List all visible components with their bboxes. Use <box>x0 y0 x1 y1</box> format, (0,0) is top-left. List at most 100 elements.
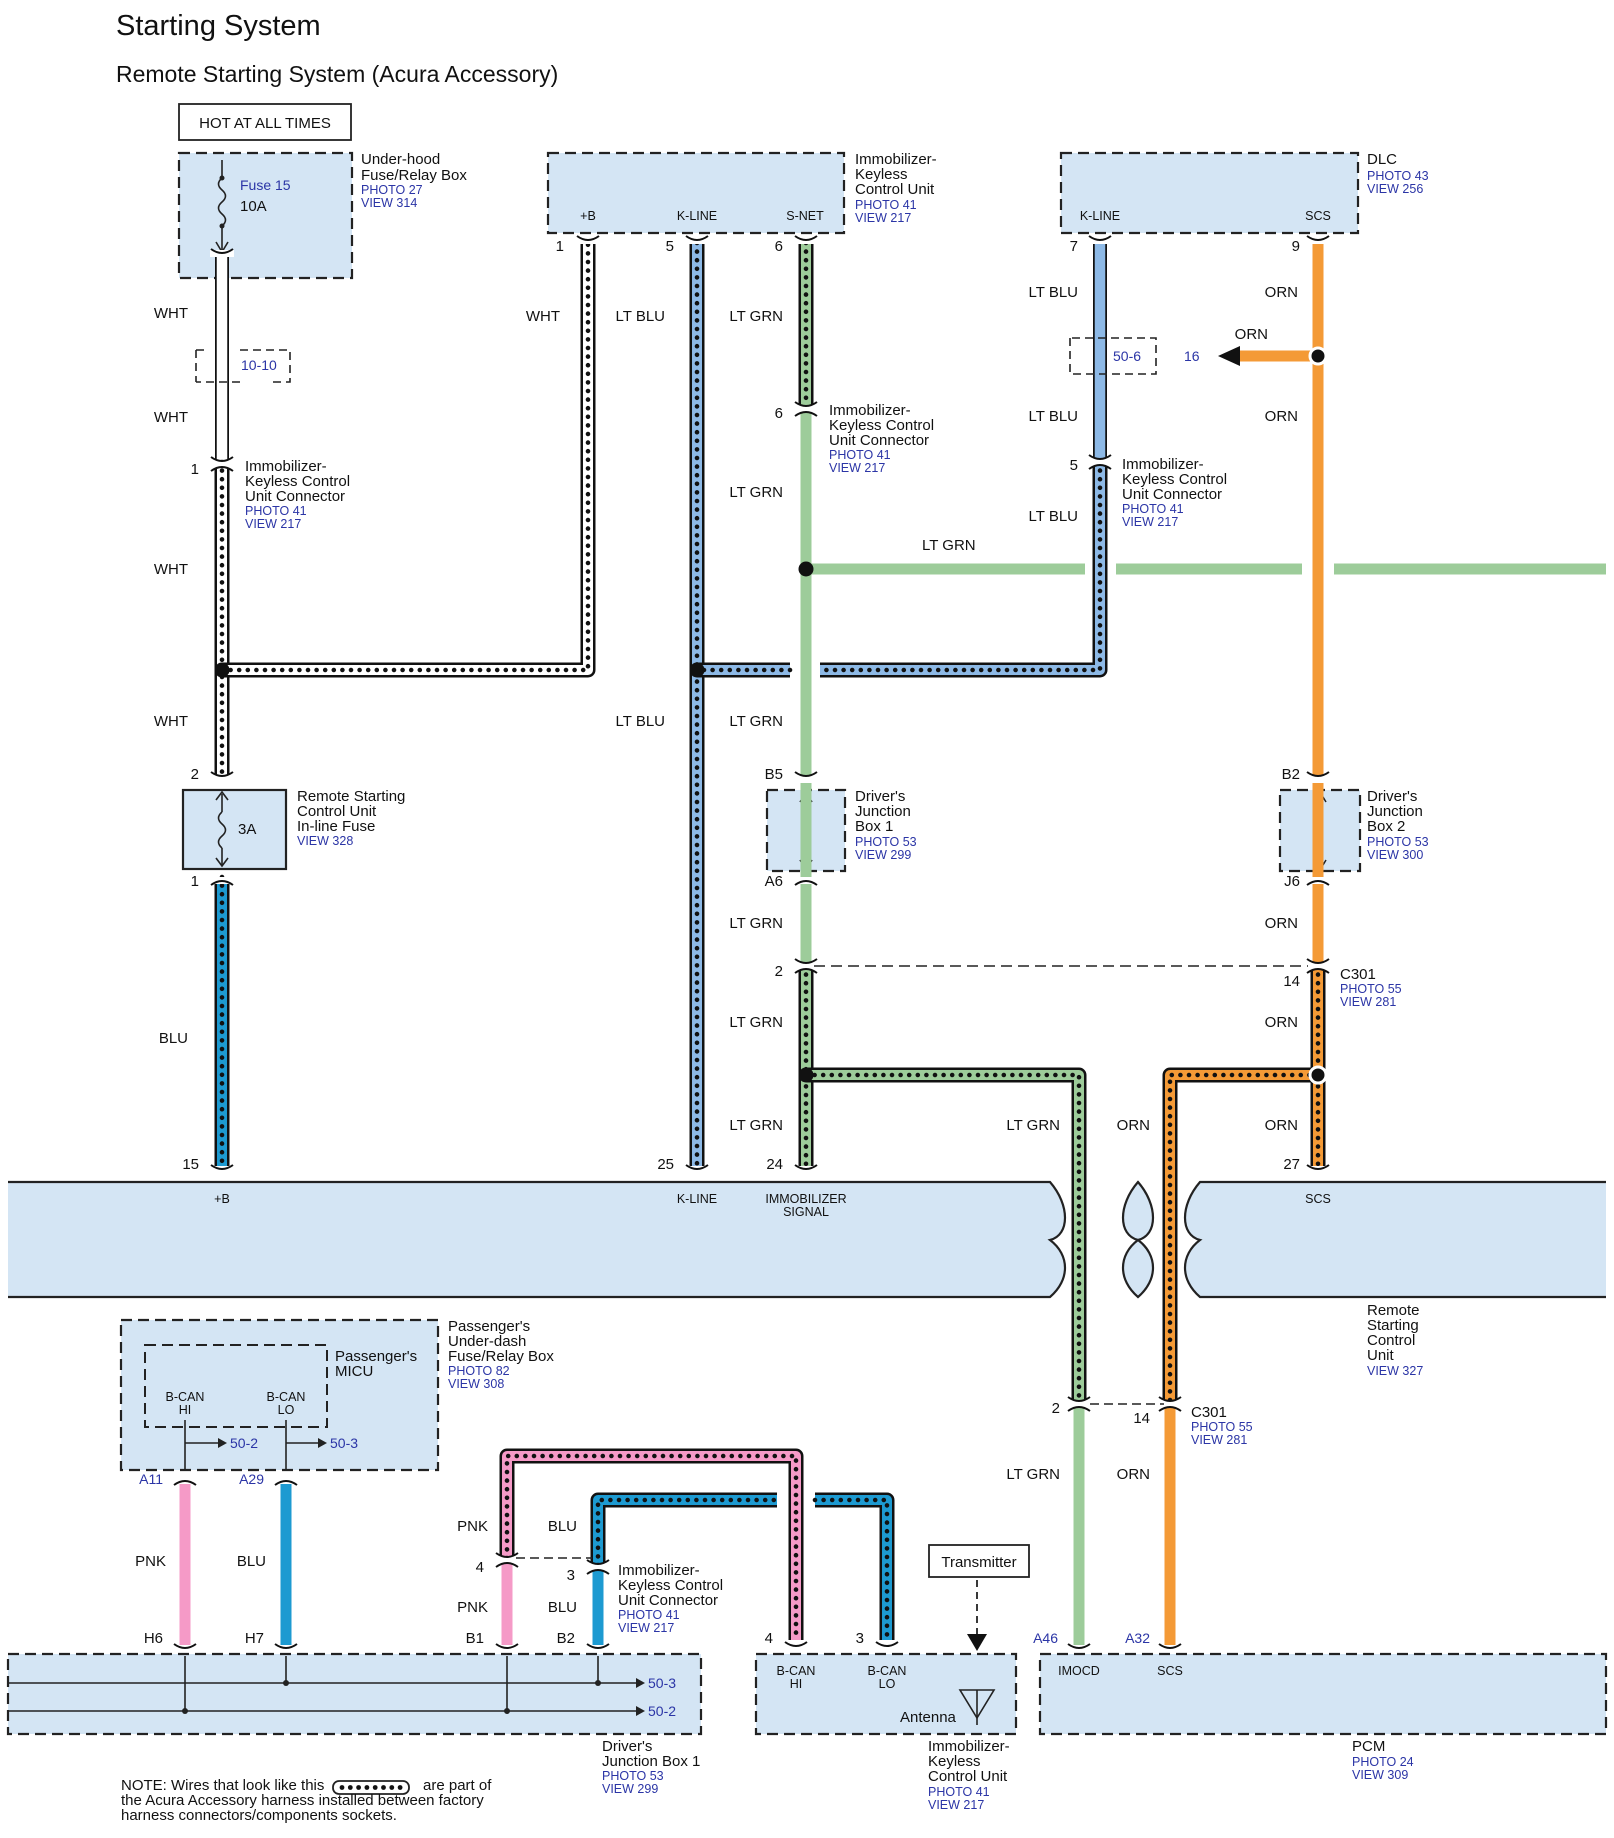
dlc-pin-scs-label: SCS <box>1305 209 1331 223</box>
imm-bottom-name-3: Control Unit <box>928 1768 1008 1785</box>
conn-imm-conn-middle <box>794 401 818 417</box>
pin-2-c301-bottom: 2 <box>1052 1400 1060 1417</box>
djb1-bottom-view: VIEW 299 <box>602 1782 658 1796</box>
pin-h6-djb1: H6 <box>144 1630 163 1647</box>
pcm: IMOCD SCS PCM PHOTO 24 VIEW 309 <box>1038 1652 1608 1782</box>
micu-name-2: MICU <box>335 1363 373 1380</box>
note-line-2: the Acura Accessory harness installed be… <box>121 1792 484 1809</box>
pin-b2-djb2: B2 <box>1282 766 1300 783</box>
conn-c301-top-orn <box>1306 958 1330 974</box>
djb2-top-photo: PHOTO 53 <box>1367 835 1429 849</box>
fuse-box-photo: PHOTO 27 <box>361 183 423 197</box>
djb2-top-name-3: Box 2 <box>1367 818 1405 835</box>
pass-box-name-1: Passenger's <box>448 1318 530 1335</box>
micu-bcan-hi-2: HI <box>179 1403 192 1417</box>
remote-unit-name-2: Starting <box>1367 1317 1419 1334</box>
djb1-bottom-photo: PHOTO 53 <box>602 1769 664 1783</box>
orn-wire-branch-to-pcm <box>1162 1067 1321 1407</box>
djb2-top-name-2: Junction <box>1367 803 1423 820</box>
remote-unit-name-1: Remote <box>1367 1302 1420 1319</box>
wire-label-orn-3: ORN <box>1265 408 1298 425</box>
djb1-top-name-2: Junction <box>855 803 911 820</box>
svg-text:PHOTO 41: PHOTO 41 <box>829 448 891 462</box>
svg-text:Unit Connector: Unit Connector <box>1122 486 1222 503</box>
imm-conn-label-middle: Immobilizer- Keyless Control Unit Connec… <box>829 402 934 475</box>
wire-label-ltgrn-1: LT GRN <box>729 308 783 325</box>
pin-a29-micu: A29 <box>239 1471 264 1487</box>
conn-c301-top-grn <box>794 958 818 974</box>
svg-text:PHOTO 41: PHOTO 41 <box>1122 502 1184 516</box>
imm-top-name-3: Control Unit <box>855 181 935 198</box>
pass-box-name-2: Under-dash <box>448 1333 526 1350</box>
imm-top-view: VIEW 217 <box>855 211 911 225</box>
wire-label-orn-6: ORN <box>1265 1117 1298 1134</box>
connector-50-6-target: 16 <box>1184 348 1200 364</box>
imm-bottom-bcan-hi-1: B-CAN <box>777 1664 816 1678</box>
pin-3-imm-conn-bottom: 3 <box>567 1567 575 1584</box>
page-subtitle: Remote Starting System (Acura Accessory) <box>116 61 558 87</box>
cap-imm-unit-kline <box>685 235 709 244</box>
imm-top-name-1: Immobilizer- <box>855 151 937 168</box>
fuse-box-name-1: Under-hood <box>361 151 440 168</box>
conn-djb1-top-out <box>794 877 818 886</box>
connector-labels: Immobilizer- Keyless Control Unit Connec… <box>245 402 1402 1635</box>
wire-label-ltblu-5: LT BLU <box>1029 508 1078 525</box>
svg-text:VIEW 281: VIEW 281 <box>1191 1433 1247 1447</box>
svg-text:PHOTO 41: PHOTO 41 <box>245 504 307 518</box>
inline-fuse-name-2: Control Unit <box>297 803 377 820</box>
cap-pcm-imocd <box>1067 1643 1091 1652</box>
legend-dot <box>364 1785 370 1790</box>
wire-label-ltgrn-4: LT GRN <box>729 915 783 932</box>
splice-orn-pcm <box>1308 1065 1328 1085</box>
djb1-top-photo: PHOTO 53 <box>855 835 917 849</box>
cap-djb1-h6 <box>173 1643 197 1652</box>
pcm-photo: PHOTO 24 <box>1352 1755 1414 1769</box>
wire-label-orn-8: ORN <box>1117 1466 1150 1483</box>
pin-b1-djb1: B1 <box>466 1630 484 1647</box>
inline-fuse-rating: 3A <box>238 821 256 838</box>
svg-text:PHOTO 55: PHOTO 55 <box>1340 982 1402 996</box>
svg-text:Immobilizer-: Immobilizer- <box>829 402 911 419</box>
pin-15-remote: 15 <box>182 1156 199 1173</box>
pin-a11-micu: A11 <box>139 1471 163 1487</box>
svg-text:VIEW 217: VIEW 217 <box>245 517 301 531</box>
pin-a32-pcm: A32 <box>1125 1630 1150 1646</box>
cap-remote-kline <box>685 1164 709 1173</box>
inline-fuse-name-1: Remote Starting <box>297 788 405 805</box>
wire-label-ltblu-1: LT BLU <box>616 308 665 325</box>
legend-dot <box>389 1785 395 1790</box>
wire-label-wht-2: WHT <box>154 409 188 426</box>
wire-label-ltgrn-8: LT GRN <box>1006 1117 1060 1134</box>
pin-6-imm-conn: 6 <box>775 405 783 422</box>
svg-text:Keyless Control: Keyless Control <box>1122 471 1227 488</box>
djb2-top-name-1: Driver's <box>1367 788 1417 805</box>
conn-inline-fuse-top <box>210 771 234 783</box>
pin-b2-djb1: B2 <box>557 1630 575 1647</box>
imm-bottom-photo: PHOTO 41 <box>928 1785 990 1799</box>
inline-fuse-view: VIEW 328 <box>297 834 353 848</box>
wire-label-orn-1: ORN <box>1265 284 1298 301</box>
wire-label-wht-4: WHT <box>154 713 188 730</box>
legend-dot <box>356 1785 361 1790</box>
splice-orn-50-6 <box>1308 346 1328 366</box>
connector-10-10-label: 10-10 <box>241 357 277 373</box>
immobilizer-unit-top: +B K-LINE S-NET Immobilizer- Keyless Con… <box>546 151 937 235</box>
djb1-top-view: VIEW 299 <box>855 848 911 862</box>
footnote: NOTE: Wires that look like this are part… <box>121 1777 492 1824</box>
hot-label: HOT AT ALL TIMES <box>199 115 331 132</box>
splice-ltgrn-bus <box>798 561 814 577</box>
conn-imm-bottom-pnk <box>495 1552 519 1568</box>
wire-label-ltgrn-3: LT GRN <box>729 713 783 730</box>
pin-1-imm-conn: 1 <box>191 461 199 478</box>
antenna-label: Antenna <box>900 1709 957 1726</box>
conn-imm-conn-left <box>210 456 234 472</box>
imm-pin-kline-label: K-LINE <box>677 209 717 223</box>
djb1-bottom-name-2: Junction Box 1 <box>602 1753 700 1770</box>
remote-pin-imm-label-1: IMMOBILIZER <box>765 1192 846 1206</box>
cap-remote-b <box>210 1164 234 1173</box>
splice-wht <box>214 662 230 678</box>
wire-label-pnk-2: PNK <box>457 1518 488 1535</box>
dlc-view: VIEW 256 <box>1367 182 1423 196</box>
pin-2-c301-top: 2 <box>775 963 783 980</box>
